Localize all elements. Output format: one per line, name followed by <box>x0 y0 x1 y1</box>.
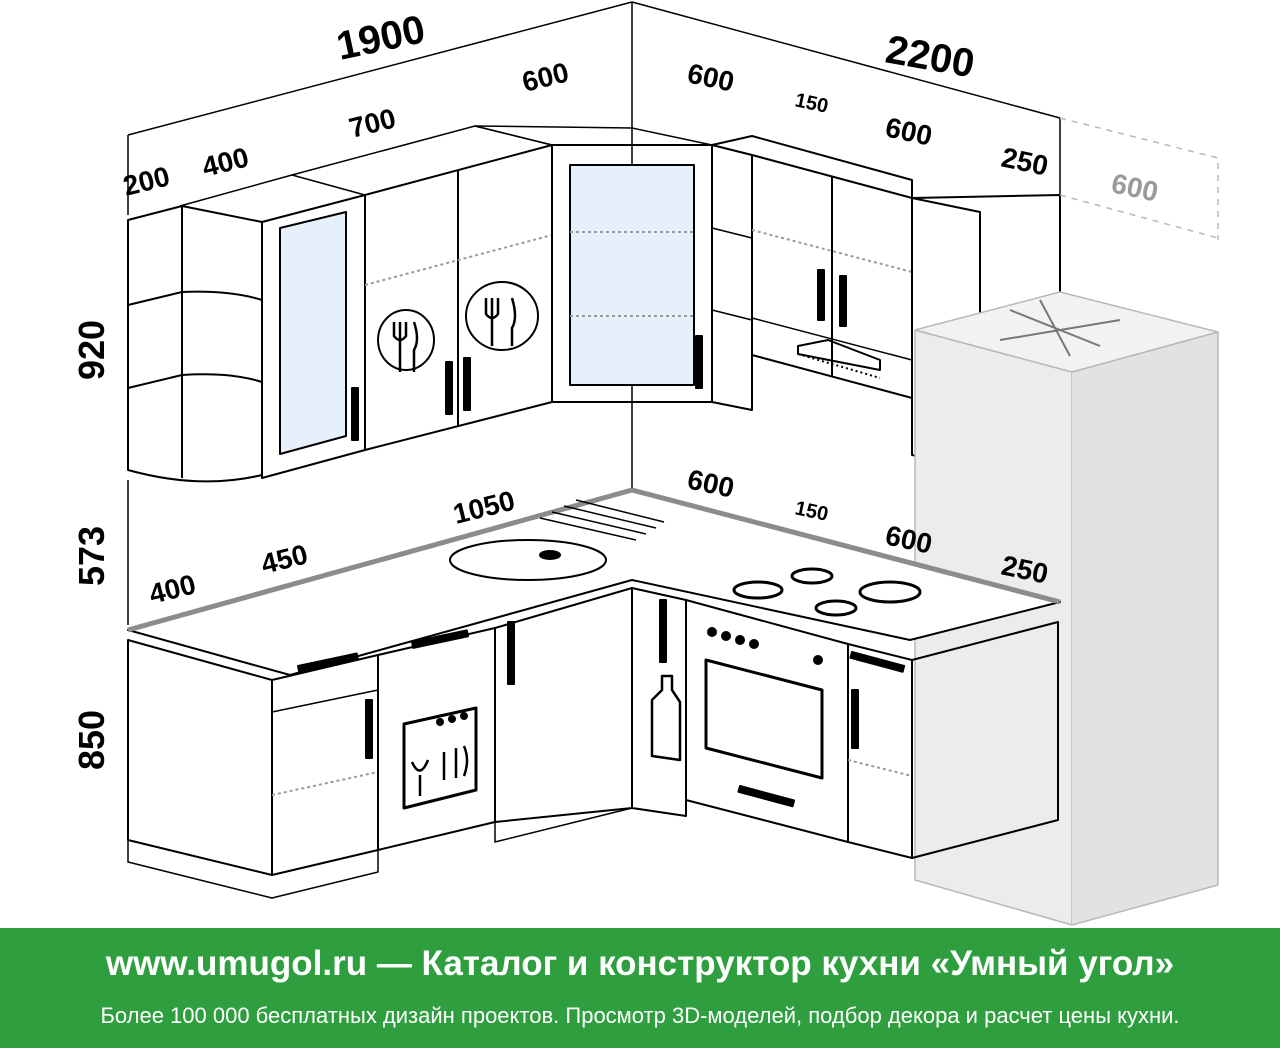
dim-upper-250: 250 <box>999 142 1051 182</box>
dim-height-920: 920 <box>71 320 112 380</box>
dim-upper-700: 700 <box>346 102 399 143</box>
dim-upper-150: 150 <box>793 89 830 117</box>
dim-upper-400: 400 <box>199 141 252 182</box>
dim-base-450: 450 <box>258 538 311 579</box>
dim-base-right-600: 600 <box>685 464 737 504</box>
footer-banner: www.umugol.ru — Каталог и конструктор ку… <box>0 928 1280 1048</box>
dim-base-150: 150 <box>793 497 830 525</box>
dim-fridge-600: 600 <box>1109 168 1161 208</box>
corner-base-cabinet <box>494 587 633 843</box>
footer-headline[interactable]: www.umugol.ru — Каталог и конструктор ку… <box>105 944 1175 983</box>
upper-right-cabinet <box>751 154 913 399</box>
footer-subline: Более 100 000 бесплатных дизайн проектов… <box>100 1003 1180 1028</box>
dishwasher <box>377 627 496 851</box>
upper-corner-cabinet <box>474 125 713 403</box>
dim-upper-corner-right-600: 600 <box>685 58 737 98</box>
right-open-shelves <box>711 135 913 411</box>
upper-glass-cabinet <box>179 174 366 479</box>
dim-height-850: 850 <box>71 710 112 770</box>
bottle-cabinet <box>631 587 687 817</box>
dim-base-400: 400 <box>146 568 199 609</box>
oven-cabinet <box>685 599 849 843</box>
kitchen-diagram: 1900 2200 200 400 700 600 600 150 600 25… <box>71 1 1219 926</box>
base-right-cabinets <box>847 621 1059 859</box>
countertop <box>127 487 1061 676</box>
dim-height-573: 573 <box>71 526 112 586</box>
dim-upper-right-600: 600 <box>883 112 935 152</box>
dim-upper-corner-left-600: 600 <box>519 56 572 97</box>
dim-top-right-total: 2200 <box>882 28 977 87</box>
base-left-cabinets <box>127 639 379 899</box>
fridge <box>914 117 1219 926</box>
open-corner-shelf <box>127 205 263 483</box>
